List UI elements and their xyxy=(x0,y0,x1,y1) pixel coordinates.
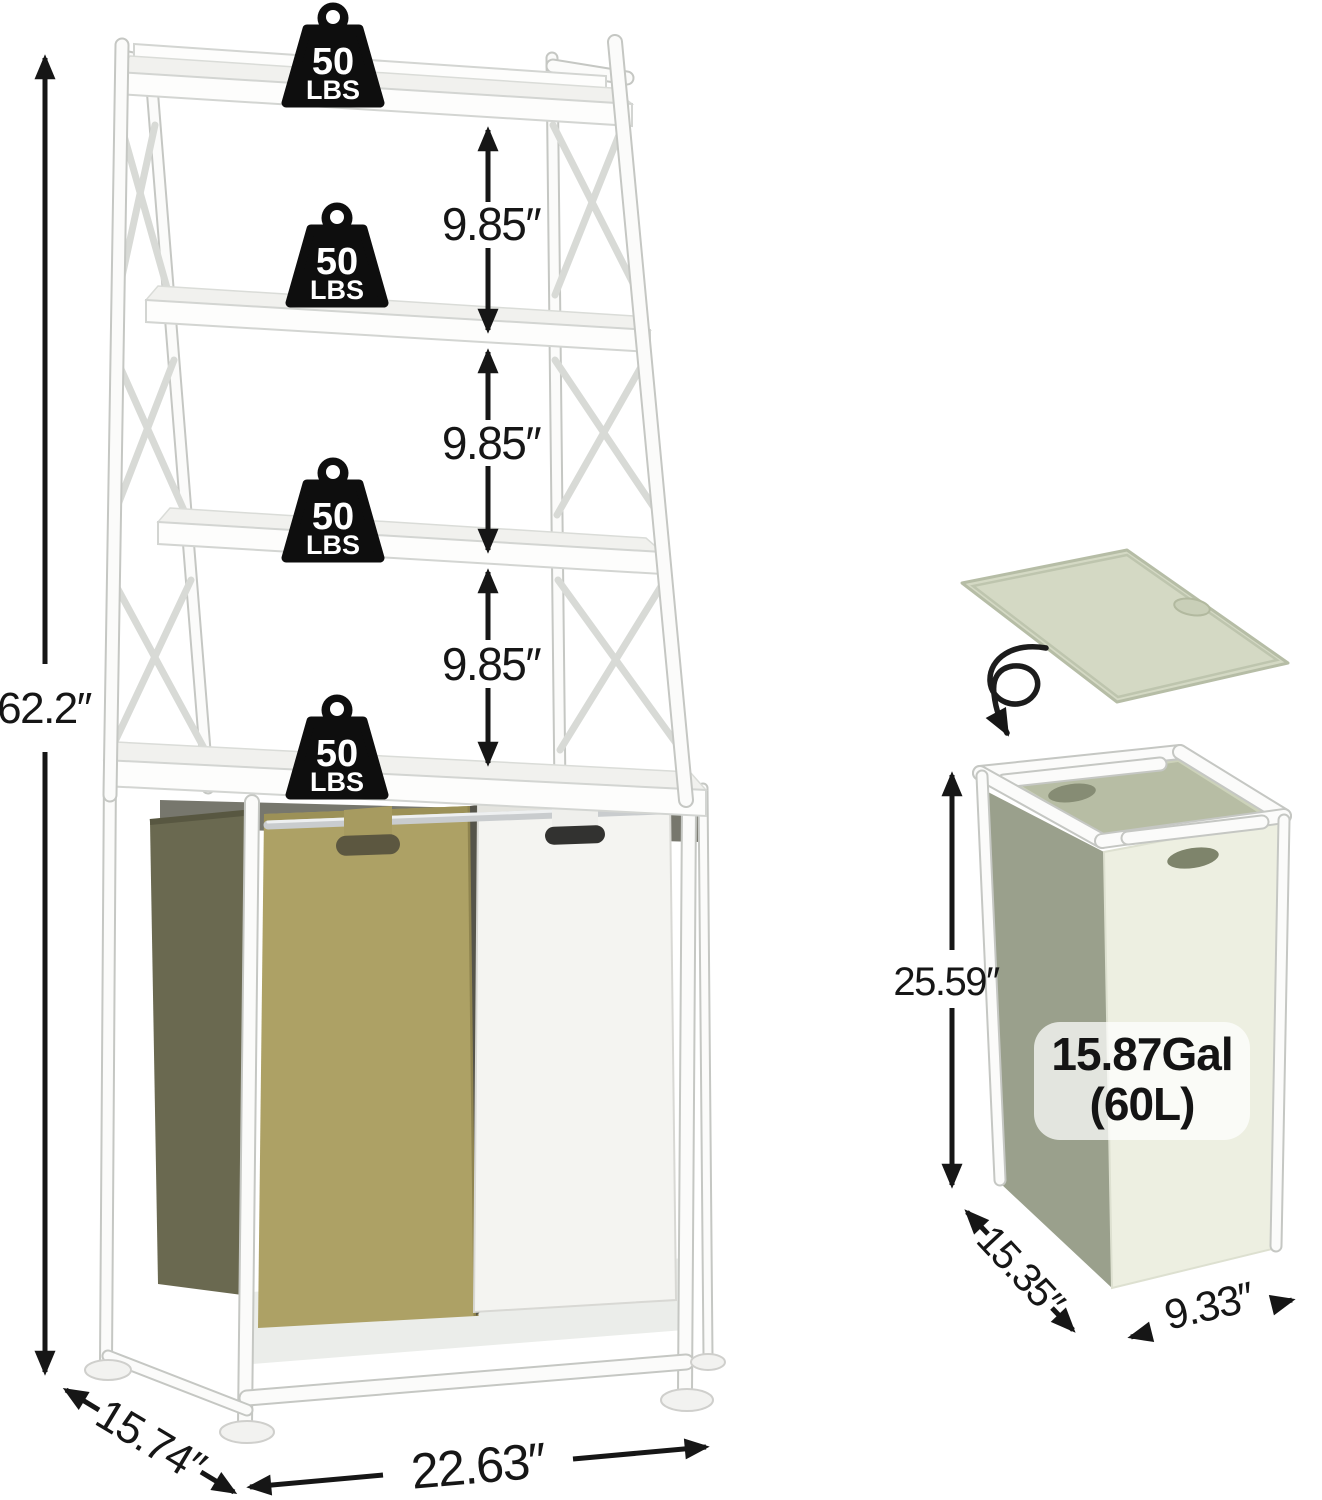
dim-depth: 15.74″ xyxy=(62,1387,238,1495)
lid-tab xyxy=(1173,597,1211,617)
shelf-boards xyxy=(102,42,708,818)
lid-drop-arrow xyxy=(985,644,1049,737)
hamper-width-label: 9.33″ xyxy=(1160,1272,1259,1338)
hamper-detail-panel: 15.87Gal (60L) 25.59″ 15.35″ 9.33″ xyxy=(893,548,1296,1343)
hamper-height-label: 25.59″ xyxy=(893,960,1000,1004)
load-unit: LBS xyxy=(310,275,364,305)
dim-total-height: 62.2″ xyxy=(0,54,93,1376)
white-handle-cutout xyxy=(545,825,605,845)
shelf-3 xyxy=(156,507,665,576)
shelf-gap-label-1: 9.85″ xyxy=(442,198,542,250)
dim-shelf-gap-1: 9.85″ xyxy=(442,126,543,334)
front-handle-cutout xyxy=(1167,847,1219,869)
load-value: 50 xyxy=(312,41,354,83)
load-unit: LBS xyxy=(306,75,360,105)
load-unit: LBS xyxy=(306,530,360,560)
load-badge-3: 50 LBS xyxy=(281,457,385,563)
cross-braces-left xyxy=(107,121,209,754)
dim-width: 22.63″ xyxy=(246,1432,710,1500)
load-badge-4: 50 LBS xyxy=(285,694,389,800)
depth-label: 15.74″ xyxy=(88,1390,214,1493)
capacity-line1: 15.87Gal xyxy=(1051,1028,1232,1080)
dark-bag-top-edge xyxy=(149,809,255,825)
cabinet-legs xyxy=(99,765,714,1432)
load-value: 50 xyxy=(316,733,358,775)
width-label: 22.63″ xyxy=(409,1432,548,1500)
dim-shelf-gap-3: 9.85″ xyxy=(442,568,543,767)
back-handle-cutout xyxy=(1048,783,1096,803)
adjustable-feet xyxy=(84,1353,726,1444)
load-badge-1: 50 LBS xyxy=(281,2,385,108)
ladder-outer-rails xyxy=(102,34,694,808)
load-value: 50 xyxy=(312,496,354,538)
cross-braces-right xyxy=(549,121,685,754)
ladder-back-rails xyxy=(143,51,567,799)
load-value: 50 xyxy=(316,241,358,283)
shelf-2 xyxy=(144,285,653,354)
dim-shelf-gap-2: 9.85″ xyxy=(442,348,543,554)
hamper-bag-side-dark xyxy=(150,812,254,1296)
hamper-basket xyxy=(972,744,1292,1290)
khaki-handle-cutout xyxy=(336,834,400,856)
dim-hamper-width: 9.33″ xyxy=(1127,1272,1296,1343)
hamper-lid xyxy=(960,548,1290,704)
load-badge-2: 50 LBS xyxy=(285,202,389,308)
ladder-shelf-unit: 50 LBS 50 LBS 50 LBS 50 LBS xyxy=(84,2,726,1444)
white-laundry-bag xyxy=(472,796,678,1314)
capacity-label: 15.87Gal (60L) xyxy=(1034,1022,1250,1140)
dim-hamper-height: 25.59″ xyxy=(893,771,1001,1189)
shelf-gap-label-3: 9.85″ xyxy=(442,638,542,690)
capacity-line2: (60L) xyxy=(1090,1078,1195,1130)
khaki-strap xyxy=(344,806,392,840)
shelf-gap-label-2: 9.85″ xyxy=(442,417,542,469)
total-height-label: 62.2″ xyxy=(0,684,92,733)
cabinet-bottom-rails xyxy=(101,1349,695,1417)
khaki-laundry-bag xyxy=(258,805,479,1328)
load-unit: LBS xyxy=(310,767,364,797)
hamper-interior-shadow xyxy=(1020,762,1262,836)
